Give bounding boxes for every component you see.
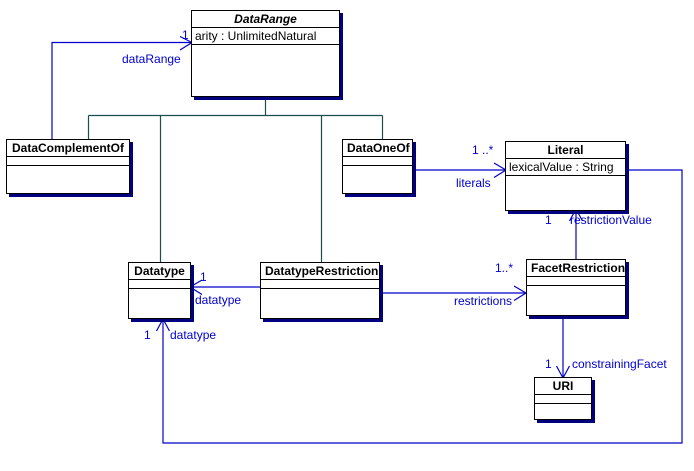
label-restrictionvalue-role: restrictionValue (570, 213, 652, 227)
label-datarange-role: dataRange (122, 52, 181, 66)
generalization-tree (87, 79, 384, 262)
label-restrictions-role: restrictions (454, 294, 513, 308)
class-datacomplementof-attributes (7, 157, 129, 166)
class-literal-attribute: lexicalValue : String (506, 159, 625, 176)
class-datatype[interactable]: Datatype (128, 262, 191, 319)
edge-datarange (51, 41, 191, 139)
class-uri-name: URI (535, 378, 591, 395)
class-uri-attributes (535, 395, 591, 404)
class-dataoneof-name: DataOneOf (343, 140, 412, 157)
class-datarange-name: DataRange (192, 11, 339, 28)
label-literals-role: literals (456, 176, 491, 190)
class-datacomplementof[interactable]: DataComplementOf (6, 139, 130, 194)
class-literal-name: Literal (506, 142, 625, 159)
label-datatype-1-role: datatype (195, 293, 242, 307)
class-literal[interactable]: Literal lexicalValue : String (505, 141, 626, 211)
class-uri[interactable]: URI (534, 377, 592, 420)
edge-datatype-2 (162, 169, 683, 444)
label-datatype-2-role: datatype (170, 328, 217, 342)
class-datatype-name: Datatype (129, 263, 190, 280)
label-restrictionvalue-multiplicity: 1 (545, 213, 552, 227)
label-constrainingfacet-multiplicity: 1 (545, 357, 552, 371)
class-facetrestriction-name: FacetRestriction (527, 260, 625, 277)
class-facetrestriction[interactable]: FacetRestriction (526, 259, 626, 316)
class-dataoneof-attributes (343, 157, 412, 166)
label-datarange-multiplicity: 1 (182, 28, 189, 42)
label-constrainingfacet-role: constrainingFacet (572, 357, 667, 371)
class-datarange-attribute: arity : UnlimitedNatural (192, 28, 339, 45)
edge-datatype-2-arrowhead (155, 317, 171, 332)
label-datatype-2-multiplicity: 1 (144, 328, 151, 342)
class-datacomplementof-name: DataComplementOf (7, 140, 129, 157)
class-datatyperestriction-name: DatatypeRestriction (261, 263, 379, 280)
class-datatyperestriction-attributes (261, 280, 379, 289)
class-datatype-attributes (129, 280, 190, 289)
class-datarange[interactable]: DataRange arity : UnlimitedNatural (191, 10, 340, 97)
label-datatype-1-multiplicity: 1 (200, 270, 207, 284)
class-dataoneof[interactable]: DataOneOf (342, 139, 413, 194)
class-facetrestriction-attributes (527, 277, 625, 286)
label-restrictions-multiplicity: 1..* (495, 261, 514, 275)
label-literals-multiplicity: 1 ..* (472, 143, 494, 157)
class-datatyperestriction[interactable]: DatatypeRestriction (260, 262, 380, 319)
